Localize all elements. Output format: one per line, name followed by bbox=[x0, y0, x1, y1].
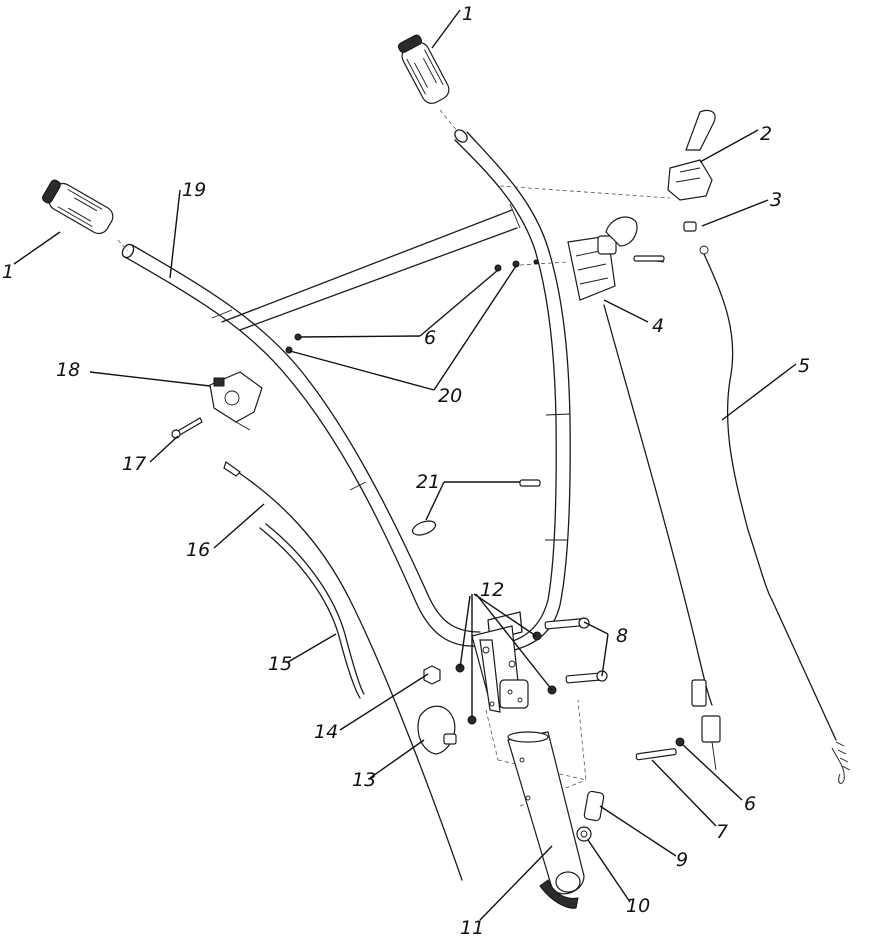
callout-16: 16 bbox=[186, 539, 210, 561]
pin-21 bbox=[411, 479, 541, 536]
callout-7: 7 bbox=[716, 821, 728, 843]
callout-11: 11 bbox=[460, 917, 484, 938]
callout-12: 12 bbox=[480, 579, 504, 601]
throttle-cable bbox=[703, 253, 851, 784]
callout-21: 21 bbox=[416, 471, 440, 493]
callout-1-right: 1 bbox=[462, 3, 474, 25]
nut-14 bbox=[423, 665, 441, 685]
callout-8: 8 bbox=[616, 625, 628, 647]
lower-pipe bbox=[507, 731, 585, 909]
left-grip bbox=[42, 179, 114, 235]
throttle-lever bbox=[667, 109, 716, 201]
callout-10: 10 bbox=[626, 895, 650, 917]
bolt-17 bbox=[171, 417, 203, 439]
clutch-cable bbox=[603, 304, 721, 771]
bolt-7 bbox=[635, 748, 677, 761]
callout-14: 14 bbox=[314, 721, 338, 743]
callout-15: 15 bbox=[268, 653, 292, 675]
right-grip bbox=[397, 34, 450, 104]
callout-9: 9 bbox=[676, 849, 688, 871]
callout-1-left: 1 bbox=[2, 261, 14, 283]
cable-clamp bbox=[567, 216, 665, 301]
mount-bracket bbox=[471, 625, 529, 713]
callout-3: 3 bbox=[770, 189, 782, 211]
callout-19: 19 bbox=[182, 179, 206, 201]
clamp-axis bbox=[519, 261, 569, 266]
callout-18: 18 bbox=[56, 359, 80, 381]
callout-2: 2 bbox=[760, 123, 772, 145]
callout-20: 20 bbox=[438, 385, 462, 407]
callout-6-bottom: 6 bbox=[744, 793, 756, 815]
handlebar-frame bbox=[121, 129, 571, 655]
callout-13: 13 bbox=[352, 769, 376, 791]
washers-and-nuts bbox=[285, 259, 539, 354]
callout-4: 4 bbox=[652, 315, 664, 337]
knob-13 bbox=[417, 705, 457, 755]
cable-nipple bbox=[683, 221, 709, 255]
cable-sleeve-15 bbox=[259, 523, 365, 699]
callout-17: 17 bbox=[122, 453, 146, 475]
callout-labels: 1 1 2 3 4 5 6 6 7 8 9 10 11 12 13 14 15 … bbox=[2, 3, 810, 938]
grip-right-axis bbox=[439, 109, 459, 133]
washer-10 bbox=[576, 826, 592, 842]
bolts-8 bbox=[544, 617, 608, 684]
callout-6-top: 6 bbox=[424, 327, 436, 349]
lever-axis bbox=[499, 185, 671, 199]
callout-leaders bbox=[13, 9, 797, 921]
grip-left-axis bbox=[117, 239, 129, 252]
cable-16 bbox=[223, 461, 463, 881]
throttle-control bbox=[209, 371, 263, 431]
callout-5: 5 bbox=[798, 355, 810, 377]
